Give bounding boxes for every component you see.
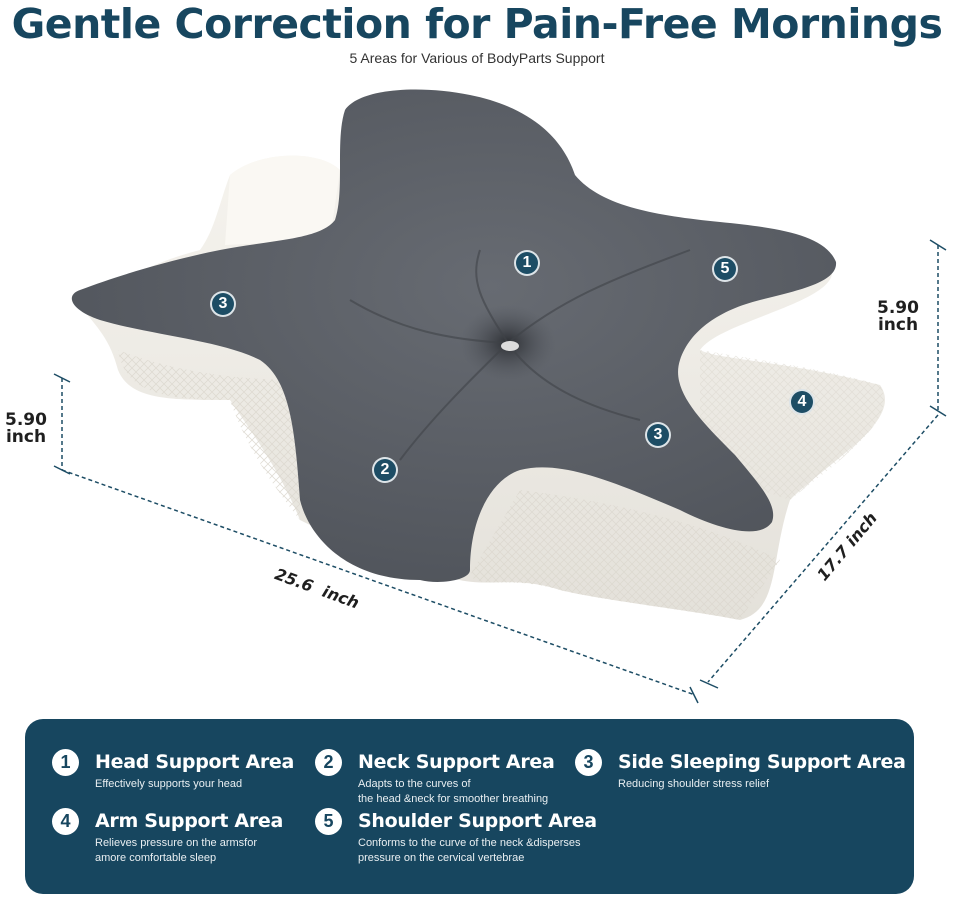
height-left-value: 5.90: [5, 410, 47, 430]
feature-description: Conforms to the curve of the neck &dispe…: [358, 836, 581, 866]
feature-number: 2: [315, 749, 342, 776]
marker-shoulder: 5: [712, 256, 738, 282]
feature-desc-line: Relieves pressure on the armsfor: [95, 837, 258, 849]
feature-description: Reducing shoulder stress relief: [618, 777, 769, 792]
feature-desc-line: Reducing shoulder stress relief: [618, 778, 770, 790]
feature-description: Adapts to the curves of the head &neck f…: [358, 777, 548, 807]
height-right-unit: inch: [877, 315, 919, 335]
feature-description: Effectively supports your head: [95, 777, 242, 792]
marker-head: 1: [514, 250, 540, 276]
feature-description: Relieves pressure on the armsfor amore c…: [95, 836, 257, 866]
pillow-illustration: [53, 89, 947, 704]
marker-side-right: 3: [645, 422, 671, 448]
height-right-value: 5.90: [877, 298, 919, 318]
feature-desc-line: Adapts to the curves of: [358, 778, 471, 790]
height-left-unit: inch: [5, 427, 47, 447]
feature-desc-line: pressure on the cervical vertebrae: [358, 852, 525, 864]
feature-number: 4: [52, 808, 79, 835]
height-right-label: 5.90 inch: [870, 300, 926, 334]
marker-arm: 4: [789, 389, 815, 415]
feature-number: 3: [575, 749, 602, 776]
page-title: Gentle Correction for Pain-Free Mornings: [11, 0, 943, 48]
marker-side-left: 3: [210, 291, 236, 317]
pillow-cover: [71, 89, 837, 582]
feature-desc-line: amore comfortable sleep: [95, 852, 217, 864]
marker-neck: 2: [372, 457, 398, 483]
feature-title: Side Sleeping Support Area: [618, 751, 906, 773]
feature-title: Neck Support Area: [358, 751, 555, 773]
features-panel: 1 Head Support Area Effectively supports…: [25, 719, 914, 894]
feature-title: Arm Support Area: [95, 810, 284, 832]
page-subtitle: 5 Areas for Various of BodyParts Support: [349, 50, 605, 66]
feature-number: 1: [52, 749, 79, 776]
feature-title: Shoulder Support Area: [358, 810, 597, 832]
height-left-label: 5.90 inch: [0, 412, 52, 446]
feature-number: 5: [315, 808, 342, 835]
feature-desc-line: Conforms to the curve of the neck &dispe…: [358, 837, 581, 849]
feature-title: Head Support Area: [95, 751, 295, 773]
feature-desc-line: Effectively supports your head: [95, 778, 243, 790]
feature-desc-line: the head &neck for smoother breathing: [358, 793, 549, 805]
